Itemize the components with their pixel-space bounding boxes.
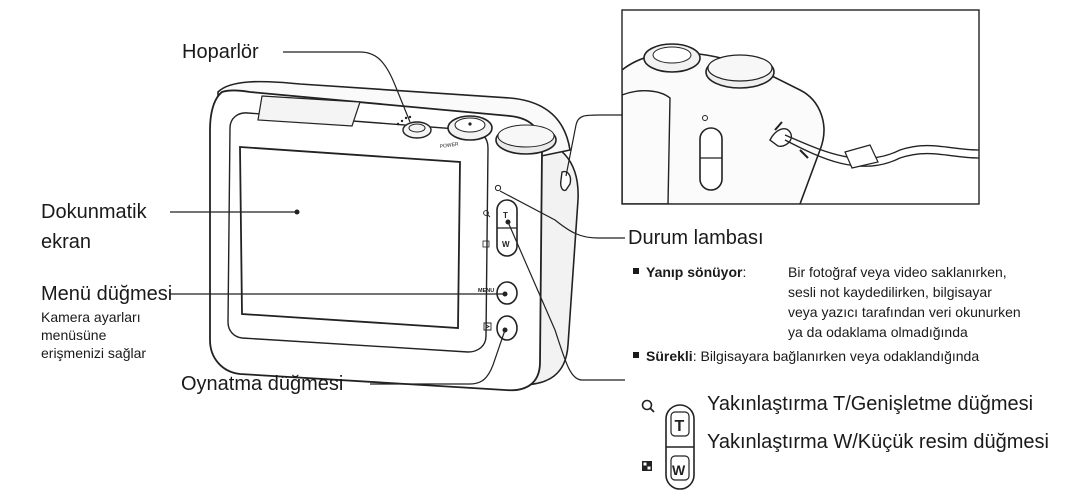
label-zoom-w: Yakınlaştırma W/Küçük resim düğmesi <box>707 431 1049 453</box>
label-status-lamp: Durum lambası <box>628 227 764 249</box>
camera-illustration: POWER T W MENU <box>209 80 579 392</box>
menu-desc-line2: menüsüne <box>41 327 107 343</box>
rocker-w-mark: W <box>502 240 510 249</box>
rocker-t-mark: T <box>503 211 508 220</box>
label-menu-button: Menü düğmesi <box>41 283 173 305</box>
status-blinking: Yanıp sönüyor: <box>633 263 746 281</box>
leader-status-lamp <box>499 190 625 239</box>
label-speaker: Hoparlör <box>182 41 259 63</box>
legend-w-mark: W <box>672 462 686 478</box>
blinking-desc-line3: veya yazıcı tarafından veri okunurken <box>788 304 1021 320</box>
bullet-square <box>633 352 639 358</box>
blinking-desc-line4: ya da odaklama olmadığında <box>788 324 968 340</box>
menu-desc-line3: erişmenizi sağlar <box>41 345 147 361</box>
magnifier-icon <box>641 399 653 411</box>
leader-zoom <box>507 221 625 381</box>
screen-bezel <box>227 112 489 353</box>
label-touchscreen-line2: ekran <box>41 231 92 253</box>
leader-inset <box>565 114 622 177</box>
leader-speaker <box>283 51 411 123</box>
blinking-desc-line2: sesli not kaydedilirken, bilgisayar <box>788 284 992 300</box>
power-marking: POWER <box>439 141 459 150</box>
steady-term: Sürekli <box>646 348 693 364</box>
flash-window <box>257 95 361 127</box>
status-steady: Sürekli: Bilgisayara bağlanırken veya od… <box>633 347 979 365</box>
zoom-legend: T W <box>641 399 695 490</box>
legend-t-mark: T <box>675 418 685 435</box>
label-touchscreen-line1: Dokunmatik <box>41 201 147 223</box>
bullet-square <box>633 268 639 274</box>
menu-desc-line1: Kamera ayarları <box>41 309 141 325</box>
strap-detail-inset <box>621 9 980 205</box>
leader-playback <box>370 329 506 385</box>
touchscreen <box>239 146 461 329</box>
label-zoom-t: Yakınlaştırma T/Genişletme düğmesi <box>707 393 1034 415</box>
leader-lines <box>170 51 625 385</box>
thumbnail-grid-icon <box>642 461 652 471</box>
label-playback-button: Oynatma düğmesi <box>181 373 344 395</box>
blinking-desc-line1: Bir fotoğraf veya video saklanırken, <box>788 264 1007 280</box>
steady-desc: Bilgisayara bağlanırken veya odaklandığı… <box>700 348 980 364</box>
status-lamp-dot <box>494 184 502 192</box>
blinking-term: Yanıp sönüyor <box>646 264 743 280</box>
menu-marking: MENU <box>478 288 494 294</box>
playback-button-shape <box>496 315 518 341</box>
